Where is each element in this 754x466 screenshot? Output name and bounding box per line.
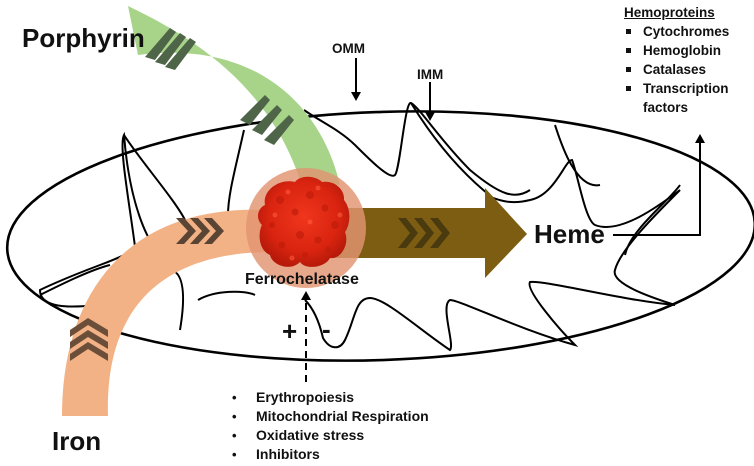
iron-chevrons-vertical (70, 318, 108, 361)
porphyrin-chevrons-mid (240, 95, 294, 145)
cristae-fold (227, 129, 245, 216)
hemoproteins-list: Hemoproteins Cytochromes Hemoglobin Cata… (624, 3, 754, 117)
regulation-factor-item: Inhibitors (229, 445, 429, 464)
hemoprotein-item: Catalases (624, 60, 754, 79)
cristae-fold (624, 184, 681, 256)
regulation-factors-list: Erythropoiesis Mitochondrial Respiration… (229, 388, 429, 464)
heme-arrow-chevrons (398, 218, 450, 248)
porphyrin-chevrons-top (145, 28, 196, 70)
cristae-fold (554, 124, 601, 187)
hemoprotein-item: Cytochromes (624, 22, 754, 41)
negative-regulation-sign: - (322, 314, 331, 344)
cristae-fold (303, 101, 681, 352)
hemoprotein-item: Hemoglobin (624, 41, 754, 60)
imm-pointer-arrow (425, 82, 435, 121)
hemoproteins-title: Hemoproteins (624, 5, 715, 20)
heme-to-hemoproteins-arrow (613, 134, 705, 236)
omm-label: OMM (332, 41, 365, 56)
cristae-fold (39, 264, 111, 296)
ferrochelatase-label: Ferrochelatase (245, 271, 359, 288)
iron-chevrons-horizontal (176, 218, 224, 244)
positive-regulation-sign: + (282, 316, 297, 346)
ferrochelatase-protein-structure (258, 176, 350, 267)
outer-mitochondrial-membrane (5, 110, 754, 362)
cristae-fold (197, 290, 256, 301)
regulation-factor-item: Mitochondrial Respiration (229, 407, 429, 426)
regulation-arrow (301, 291, 311, 382)
cristae-fold (123, 134, 186, 221)
regulation-factor-item: Erythropoiesis (229, 388, 429, 407)
heme-label: Heme (534, 219, 605, 249)
iron-label: Iron (52, 426, 101, 456)
regulation-factor-item: Oxidative stress (229, 426, 429, 445)
hemoprotein-item: Transcription factors (624, 79, 754, 117)
iron-stream (62, 209, 265, 416)
cristae-fold (410, 102, 531, 196)
omm-pointer-arrow (351, 58, 361, 101)
cristae-fold (171, 269, 185, 331)
porphyrin-stream (128, 6, 340, 185)
imm-label: IMM (417, 67, 443, 82)
porphyrin-label: Porphyrin (22, 23, 145, 53)
